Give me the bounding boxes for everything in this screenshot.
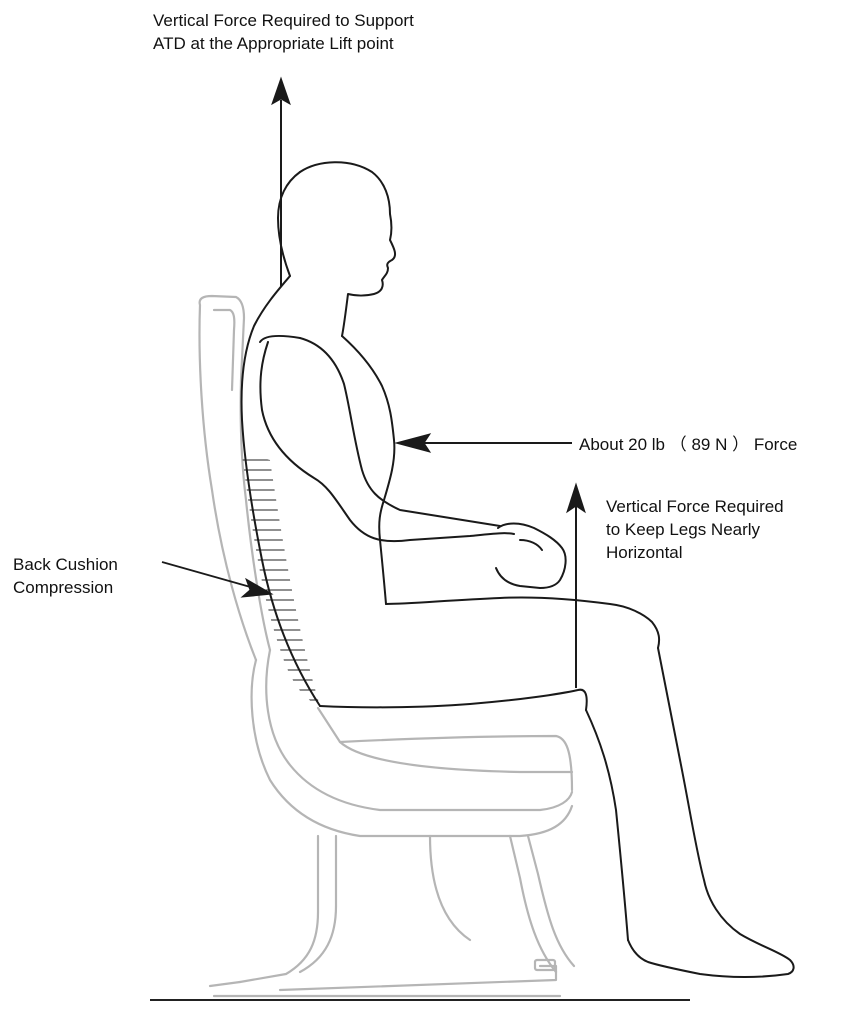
head-force-label: Vertical Force Required to Support ATD a…	[153, 9, 414, 55]
leg-force-label: Vertical Force Required to Keep Legs Nea…	[606, 495, 784, 564]
atd-torso	[342, 336, 394, 604]
leg-force-label-line1: Vertical Force Required	[606, 495, 784, 518]
seat-pan	[252, 650, 572, 836]
seat-frame	[240, 836, 574, 982]
back-cushion-pointer-shaft	[162, 562, 254, 588]
head-force-label-line1: Vertical Force Required to Support	[153, 9, 414, 32]
back-cushion-label: Back Cushion Compression	[13, 553, 118, 599]
head-force-label-line2: ATD at the Appropriate Lift point	[153, 32, 414, 55]
back-cushion-label-line1: Back Cushion	[13, 553, 118, 576]
back-cushion-hatch	[230, 460, 320, 700]
back-cushion-label-line2: Compression	[13, 576, 118, 599]
atd-thigh	[386, 597, 659, 648]
atd-lower-leg	[628, 648, 794, 977]
atd-figure	[242, 162, 794, 977]
leg-force-label-line2: to Keep Legs Nearly	[606, 518, 784, 541]
atd-arm	[260, 338, 514, 541]
atd-head	[300, 162, 395, 336]
chest-force-label-text: About 20 lb （ 89 N ） Force	[579, 433, 797, 456]
leg-force-label-line3: Horizontal	[606, 541, 784, 564]
chest-force-label: About 20 lb （ 89 N ） Force	[579, 433, 797, 456]
seat-back	[200, 296, 271, 660]
